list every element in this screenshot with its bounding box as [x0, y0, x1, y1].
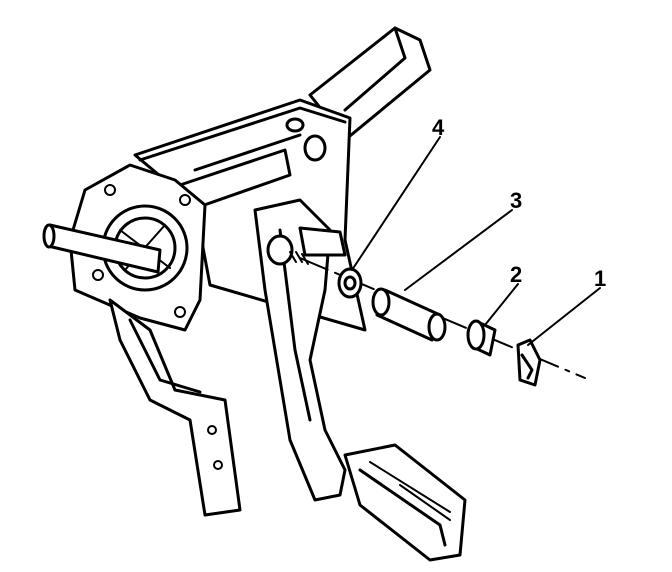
- washer-part-4: [337, 267, 363, 299]
- pivot-boss: [266, 226, 347, 266]
- leader-lines: [351, 136, 601, 346]
- callout-3: 3: [510, 188, 522, 213]
- pivot-rod: [42, 223, 162, 274]
- spacer-part-2: [466, 319, 497, 357]
- bushing-part-3: [371, 287, 447, 342]
- callout-2: 2: [510, 262, 522, 287]
- retaining-clip-part-1: [516, 338, 542, 387]
- callout-4: 4: [432, 115, 445, 140]
- callout-1: 1: [594, 266, 606, 291]
- pedal-pad: [343, 443, 467, 562]
- left-pedal-arm: [108, 298, 242, 517]
